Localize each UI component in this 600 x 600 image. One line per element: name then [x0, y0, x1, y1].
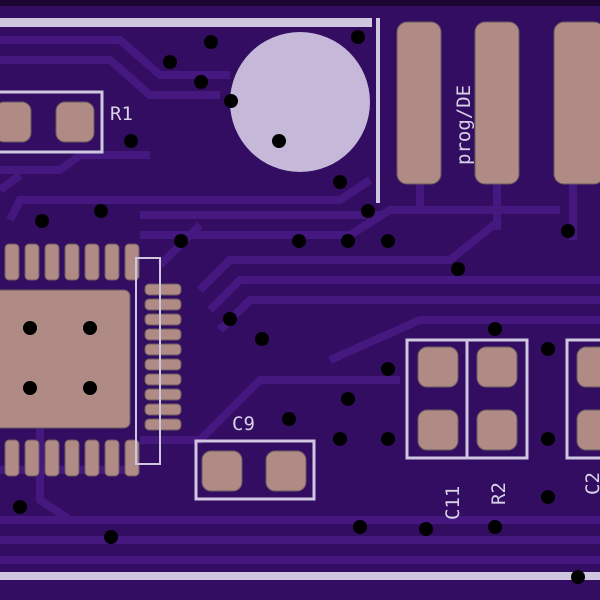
- r1-pad-2: [55, 101, 95, 143]
- via-hole: [223, 312, 237, 326]
- ic-thermal-pad: [0, 289, 131, 429]
- via-hole: [351, 30, 365, 44]
- vias: [13, 30, 585, 584]
- via-hole: [451, 262, 465, 276]
- via-hole: [23, 321, 37, 335]
- via-hole: [333, 432, 347, 446]
- via-hole: [381, 432, 395, 446]
- via-hole: [204, 35, 218, 49]
- silkscreen-divider: [376, 18, 380, 203]
- c9-label: C9: [232, 413, 255, 435]
- via-hole: [381, 234, 395, 248]
- via-hole: [341, 234, 355, 248]
- ic-pin-top: [4, 243, 20, 281]
- r1-label: R1: [110, 103, 133, 125]
- r2-outline: [465, 338, 529, 460]
- via-hole: [174, 234, 188, 248]
- ic-pin-right: [144, 388, 182, 401]
- c2-pad-2: [576, 409, 600, 451]
- c11-label: C11: [442, 486, 464, 520]
- ic-pin-right: [144, 343, 182, 356]
- ic-pin-right: [144, 328, 182, 341]
- prog-pad-2: [474, 21, 520, 185]
- via-hole: [194, 75, 208, 89]
- via-hole: [272, 134, 286, 148]
- via-hole: [292, 234, 306, 248]
- prog-label: prog/DE: [453, 85, 475, 165]
- c9-pad-2: [265, 450, 307, 492]
- via-hole: [94, 204, 108, 218]
- via-hole: [124, 134, 138, 148]
- ic-pin-bottom: [44, 439, 60, 477]
- via-hole: [163, 55, 177, 69]
- ic-pin-top: [84, 243, 100, 281]
- c9-pad-1: [201, 450, 243, 492]
- via-hole: [571, 570, 585, 584]
- c2-outline: [565, 338, 600, 460]
- ic-pin-right: [144, 358, 182, 371]
- via-hole: [255, 332, 269, 346]
- silkscreen-board-outline-top: [0, 18, 372, 27]
- via-hole: [83, 321, 97, 335]
- ic-pin-bottom: [4, 439, 20, 477]
- via-hole: [381, 362, 395, 376]
- ic-pin-top: [44, 243, 60, 281]
- ic-pin-bottom: [104, 439, 120, 477]
- r2-pad-1: [476, 346, 518, 388]
- r2-label: R2: [488, 482, 510, 505]
- ic-pin-bottom: [24, 439, 40, 477]
- via-hole: [282, 412, 296, 426]
- via-hole: [341, 392, 355, 406]
- ic-pin-top: [24, 243, 40, 281]
- silkscreen-board-outline-bottom: [0, 572, 600, 580]
- via-hole: [541, 432, 555, 446]
- via-hole: [488, 520, 502, 534]
- ic-pin-right: [144, 403, 182, 416]
- via-hole: [541, 490, 555, 504]
- via-hole: [35, 214, 49, 228]
- c2-label: C2: [582, 472, 600, 495]
- via-hole: [23, 381, 37, 395]
- r1-outline: [0, 90, 104, 154]
- via-hole: [104, 530, 118, 544]
- via-hole: [13, 500, 27, 514]
- via-hole: [488, 322, 502, 336]
- c11-pad-2: [417, 409, 459, 451]
- prog-pad-1: [396, 21, 442, 185]
- via-hole: [541, 342, 555, 356]
- ic-outline: [135, 257, 161, 465]
- prog-pad-3: [553, 21, 600, 185]
- via-hole: [361, 204, 375, 218]
- via-hole: [333, 175, 347, 189]
- ic-pin-top: [104, 243, 120, 281]
- board-edge: [0, 0, 600, 6]
- ic-pin-right: [144, 313, 182, 326]
- c2-pad-1: [576, 346, 600, 388]
- ic-pin-right: [144, 283, 182, 296]
- via-hole: [83, 381, 97, 395]
- ic-pin-right: [144, 373, 182, 386]
- c9-outline: [194, 439, 316, 501]
- via-hole: [419, 522, 433, 536]
- r2-pad-2: [476, 409, 518, 451]
- r1-pad-1: [0, 101, 32, 143]
- ic-pin-bottom: [84, 439, 100, 477]
- ic-pin-right: [144, 298, 182, 311]
- via-hole: [561, 224, 575, 238]
- ic-pin-bottom: [64, 439, 80, 477]
- ic-pin-right: [144, 418, 182, 431]
- ic-pin-top: [64, 243, 80, 281]
- via-hole: [353, 520, 367, 534]
- mounting-hole-pad: [230, 32, 370, 172]
- via-hole: [224, 94, 238, 108]
- c11-pad-1: [417, 346, 459, 388]
